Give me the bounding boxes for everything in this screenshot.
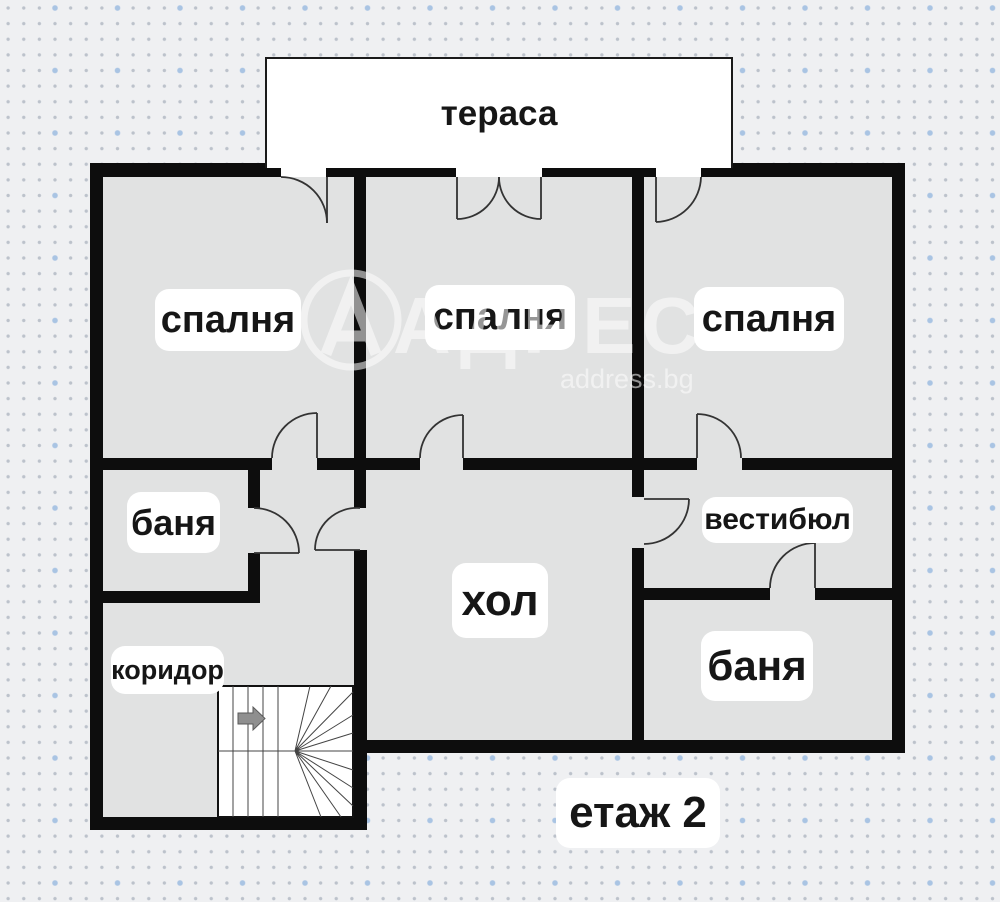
staircase-steps-bottom — [232, 751, 279, 817]
room-label-hall: хол — [452, 563, 548, 638]
wall-bedroom2-divider — [632, 177, 644, 458]
room-label-bedroom1: спалня — [155, 289, 301, 351]
room-label-bath1: баня — [127, 492, 220, 553]
room-terrace: тераса — [265, 57, 733, 168]
floor-label: етаж 2 — [556, 778, 720, 848]
door-arc-vestibule — [643, 498, 690, 545]
wall-outer-bottom — [354, 740, 905, 753]
door-opening-terrace-bedroom2 — [456, 167, 542, 177]
wall-under-bedroom1-b — [317, 458, 420, 470]
room-label-vestibule: вестибюл — [702, 497, 853, 543]
door-arc-terrace-bedroom1 — [280, 176, 328, 224]
watermark-logo-circle — [300, 269, 402, 371]
wall-under-bedroom1-a — [103, 458, 272, 470]
wall-bath1-bottom — [103, 591, 260, 603]
stairs-direction-arrow-icon — [237, 705, 266, 732]
door-arc-terrace-bedroom3 — [655, 176, 702, 223]
wall-bedroom1-divider-upper — [354, 177, 366, 508]
staircase-winders-bottom — [294, 750, 354, 818]
wall-outer-right — [892, 163, 905, 753]
wall-under-bedroom3-a — [644, 458, 697, 470]
door-arc-bedroom3 — [696, 413, 742, 459]
wall-bath1-right-lower — [248, 553, 260, 603]
wall-vestibule-bottom-b — [815, 588, 892, 600]
wall-vestibule-left-upper — [632, 458, 644, 497]
door-arc-terrace-bedroom2-left — [456, 176, 500, 220]
wall-bath1-right-upper — [248, 458, 260, 508]
door-opening-terrace-bedroom3 — [656, 167, 701, 177]
wall-outer-left — [90, 163, 103, 830]
door-arc-hall-corridor — [314, 507, 361, 551]
door-arc-terrace-bedroom2-right — [498, 176, 542, 220]
door-arc-bedroom1 — [271, 412, 318, 459]
wall-vestibule-bottom-a — [632, 588, 770, 600]
watermark-site-text: address.bg — [560, 364, 694, 394]
staircase — [217, 685, 354, 818]
wall-under-bedroom3-b — [742, 458, 892, 470]
door-arc-bedroom2 — [419, 414, 464, 459]
door-arc-bath1 — [253, 507, 300, 554]
room-label-bedroom3: спалня — [694, 287, 844, 351]
watermark-logo-letter — [320, 274, 382, 357]
wall-corridor-right — [354, 550, 367, 830]
room-label-bedroom2: спалня — [425, 285, 575, 350]
wall-extension-bottom — [90, 817, 367, 830]
room-label-terrace: тераса — [440, 93, 558, 133]
door-opening-terrace-bedroom1 — [281, 167, 326, 177]
watermark-brand-text: АДРЕС — [393, 281, 705, 370]
wall-under-bedroom2 — [463, 458, 632, 470]
watermark: АДРЕС address.bg — [300, 269, 705, 394]
door-arc-bath2 — [769, 542, 816, 589]
room-label-corridor: коридор — [111, 646, 224, 694]
room-label-bath2: баня — [701, 631, 813, 701]
staircase-winders-top — [294, 685, 354, 752]
